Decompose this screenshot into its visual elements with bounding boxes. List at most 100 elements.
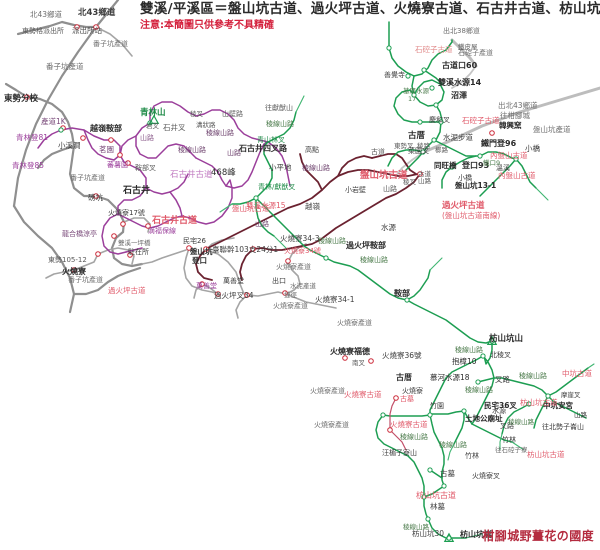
map-place-label: 善覺寺	[384, 70, 405, 79]
map-place-label: 山路	[227, 148, 241, 157]
map-place-label: 滴福保線	[148, 226, 176, 235]
map-place-label: 古道	[418, 169, 432, 178]
map-place-label: 青山林叉	[257, 135, 285, 144]
map-node-markers-green	[58, 45, 551, 541]
map-place-label: 稜線山路	[178, 145, 206, 154]
map-node-marker	[323, 255, 329, 261]
map-place-label: 稜線山路	[403, 522, 430, 531]
map-place-label: 南叉	[352, 358, 366, 367]
map-trail-label: 枋山坑古道	[520, 397, 558, 407]
map-place-label: 鐵門登96	[481, 138, 517, 148]
map-place-label: 小橋	[458, 173, 472, 182]
map-place-label: 青林登85	[12, 160, 44, 170]
map-place-label: 稜線山路	[455, 345, 483, 354]
map-node-marker	[526, 401, 532, 407]
peak-marker-icon	[443, 532, 455, 542]
map-node-marker	[417, 119, 423, 125]
map-node-marker	[545, 393, 551, 399]
map-node-marker	[120, 221, 126, 227]
map-place-label: 往石硿子寮	[495, 445, 528, 454]
map-place-label: 番子坑產道	[93, 39, 128, 48]
map-node-marker	[117, 152, 123, 158]
map-node-marker	[405, 73, 411, 79]
map-place-label: 雙溪一坪橋	[118, 238, 151, 247]
map-node-marker	[431, 137, 437, 143]
map-node-marker	[513, 156, 519, 162]
map-node-marker	[421, 494, 427, 500]
map-node-marker	[429, 85, 435, 91]
map-place-label: 稜線山路	[508, 417, 535, 426]
map-place-label: 基厝水源	[403, 86, 430, 95]
map-place-label: 摩崖叉	[561, 390, 581, 399]
map-place-label: 枋山坑山	[489, 333, 523, 344]
map-place-label: 菜園叉	[408, 146, 429, 155]
map-place-label: 468峰	[211, 167, 236, 178]
map-node-marker	[74, 24, 80, 30]
map-place-label: 岩叉	[146, 121, 160, 130]
map-place-label: 青林/獻猷叉	[258, 182, 295, 191]
map-place-label: 山路	[574, 410, 588, 419]
map-place-label: 越嶺鞍部	[89, 123, 122, 133]
map-place-label: 雙溪水源15	[246, 200, 286, 210]
map-node-marker	[282, 290, 288, 296]
map-place-label: 火燒寮	[62, 266, 87, 276]
map-place-label: 萬善堂	[223, 276, 244, 285]
map-node-marker	[480, 353, 486, 359]
map-place-label: 枋山坑30	[412, 528, 444, 538]
map-place-label: 登口93	[461, 160, 489, 170]
map-place-label: 溝狀路	[196, 120, 216, 129]
map-node-marker	[250, 246, 256, 252]
map-place-label: 磅坑	[88, 192, 103, 202]
map-node-marker	[368, 358, 374, 364]
map-place-label: 稜叉	[403, 177, 417, 186]
map-node-marker	[393, 395, 399, 401]
map-place-label: 同旺橋	[434, 160, 457, 170]
map-place-label: 小岩壁	[345, 185, 366, 194]
map-node-marker	[199, 281, 205, 287]
map-place-label: 榔路	[435, 145, 449, 154]
map-place-label: 古墓	[440, 468, 455, 478]
map-place-label: 火燒寮17號	[108, 208, 145, 217]
map-place-label: 東勢格派出所	[22, 26, 64, 35]
trail-panshankeng-main	[195, 153, 421, 281]
trail-green-branches	[219, 95, 595, 539]
map-node-marker	[475, 379, 481, 385]
map-place-label: 派出所站	[72, 25, 102, 35]
map-place-label: 古墓	[400, 394, 414, 403]
map-place-label: 番子坑產道	[70, 173, 105, 182]
map-node-marker	[111, 233, 117, 239]
map-node-marker	[244, 292, 250, 298]
map-trail-label: 內盤山古道	[498, 170, 536, 180]
map-place-label: 捷徑	[284, 290, 298, 299]
map-place-label: 萬善堂	[196, 281, 217, 290]
map-place-label: 火燒寮36號	[382, 350, 422, 360]
map-place-label: 汪楣子寮山	[382, 448, 417, 457]
map-node-marker	[215, 291, 221, 297]
map-node-marker	[420, 149, 426, 155]
map-place-label: 民宅26	[183, 236, 206, 245]
map-place-label: 中坑安宮	[543, 400, 573, 410]
map-place-label: 竹林	[502, 435, 516, 444]
map-place-label: 山路	[140, 133, 154, 142]
map-place-label: 竹林	[465, 451, 479, 460]
map-place-label: 沼澤	[451, 90, 467, 100]
map-place-label: 駐在所	[128, 247, 149, 256]
map-place-label: 叉路	[500, 421, 514, 430]
map-place-labels: 北43鄉道北43鄉道東勢格派出所派出所站番子坑產道東勢分校產道1K青林登81小溪…	[4, 7, 588, 539]
map-place-label: 盤山坑	[189, 246, 213, 256]
map-node-marker	[24, 94, 30, 100]
map-node-marker	[186, 245, 192, 251]
map-place-label: 登口	[191, 255, 207, 265]
map-place-label: 叉路	[495, 374, 510, 384]
map-place-label: 石硿子產道	[458, 48, 493, 57]
map-place-label: 稜線山路	[302, 163, 330, 172]
map-node-marker	[441, 483, 447, 489]
map-place-label: 稜線山路	[400, 432, 428, 441]
map-place-label: 盤山坑產道	[533, 124, 571, 134]
map-node-marker	[127, 252, 133, 258]
map-place-label: 番子坑產道	[68, 275, 103, 284]
map-trail-label: 枋山坑古道	[416, 490, 456, 500]
map-trail-label: 盤山坑古道	[232, 203, 270, 213]
